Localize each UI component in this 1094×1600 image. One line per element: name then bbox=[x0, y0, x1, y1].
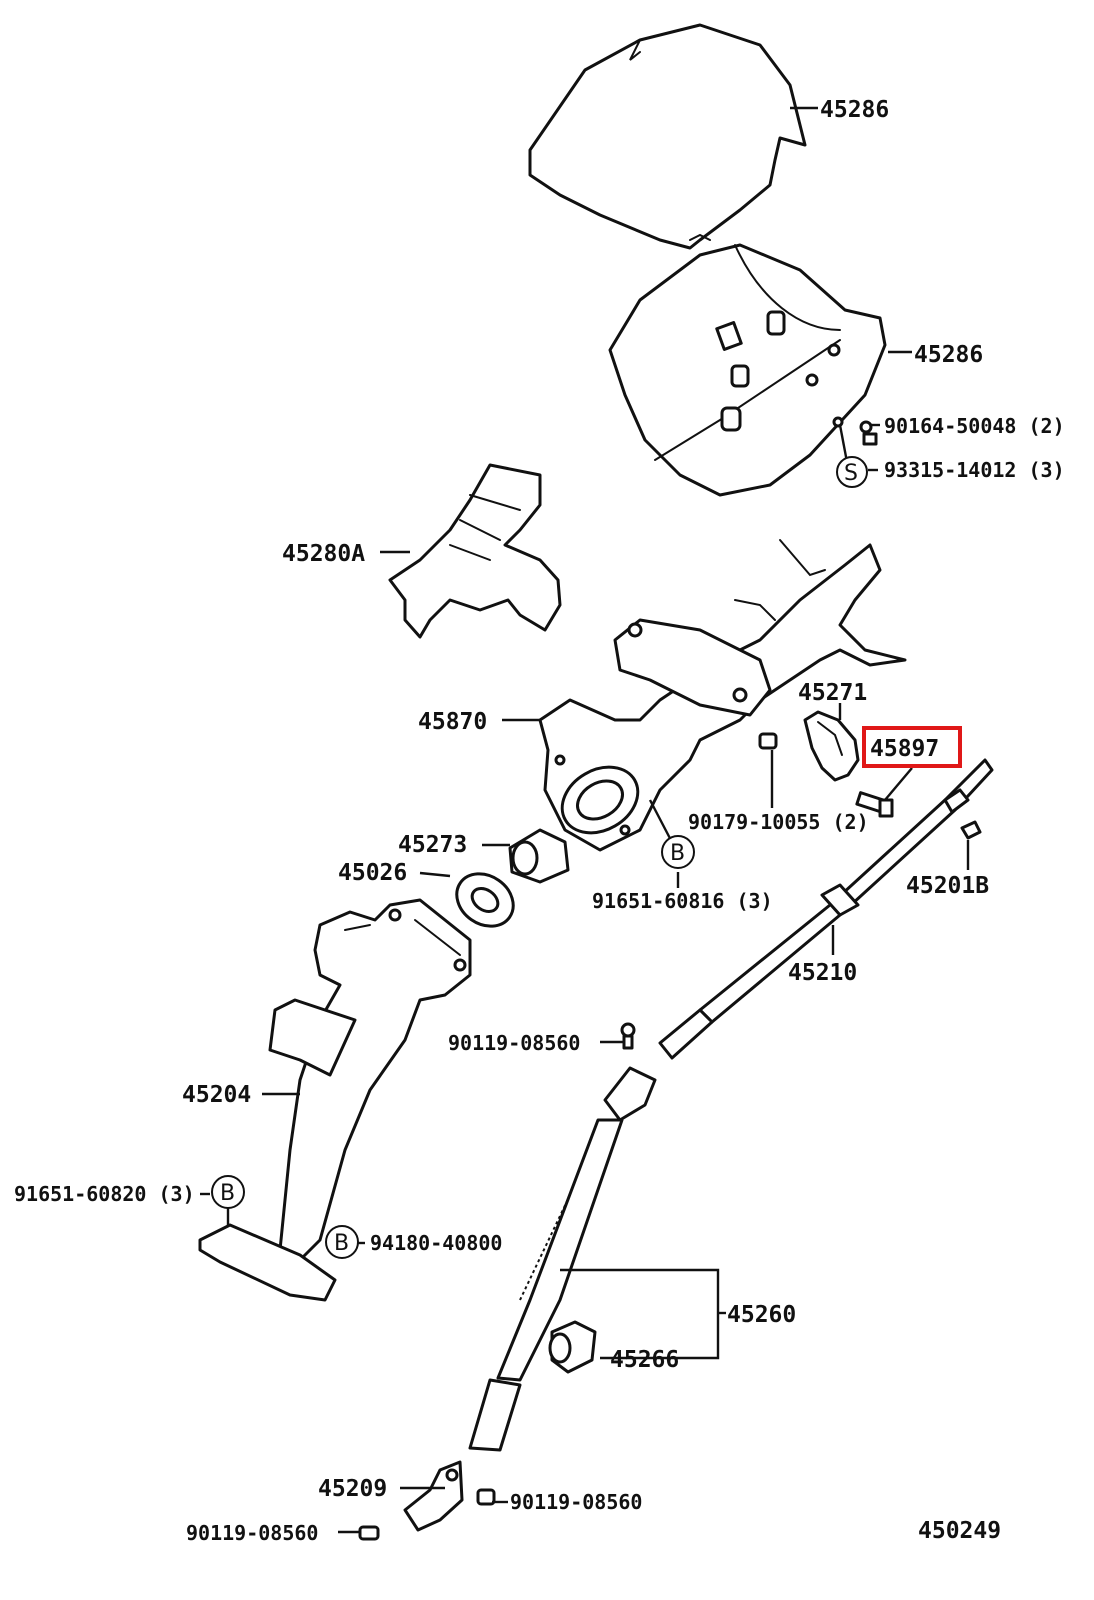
svg-text:B: B bbox=[334, 1231, 349, 1256]
label-93315-14012: 93315-14012 (3) bbox=[884, 458, 1065, 482]
clip-45201B-part[interactable] bbox=[960, 820, 982, 840]
label-45210: 45210 bbox=[788, 960, 857, 986]
label-45026: 45026 bbox=[338, 860, 407, 886]
lower-column-cover-part[interactable] bbox=[608, 243, 887, 497]
label-91651-60820: 91651-60820 (3) bbox=[14, 1182, 195, 1206]
column-tube-part[interactable] bbox=[198, 898, 472, 1302]
mark-b-circle-upper: B bbox=[661, 835, 695, 869]
tilt-clamp-part[interactable] bbox=[803, 710, 860, 782]
nut-90179-part[interactable] bbox=[758, 732, 778, 750]
label-45286-upper: 45286 bbox=[820, 97, 889, 123]
label-45273: 45273 bbox=[398, 832, 467, 858]
label-45286-lower: 45286 bbox=[914, 342, 983, 368]
label-91651-60816: 91651-60816 (3) bbox=[592, 889, 773, 913]
universal-joint-part[interactable] bbox=[403, 1460, 464, 1532]
label-45870: 45870 bbox=[418, 709, 487, 735]
bearing-seal-part[interactable] bbox=[447, 863, 524, 937]
mark-b-circle-lower: B bbox=[325, 1225, 359, 1259]
intermediate-shaft-part[interactable] bbox=[468, 1066, 657, 1452]
highlight-box-45897 bbox=[862, 726, 962, 768]
bolt-90119-lower-left-part[interactable] bbox=[358, 1525, 380, 1541]
steering-column-bracket-part[interactable] bbox=[538, 539, 907, 852]
main-shaft-part[interactable] bbox=[658, 758, 994, 1060]
label-94180-40800: 94180-40800 bbox=[370, 1231, 502, 1255]
bolt-90119-lower-right-part[interactable] bbox=[476, 1488, 496, 1506]
label-45271: 45271 bbox=[798, 680, 867, 706]
label-90119-08560-upper: 90119-08560 bbox=[448, 1031, 580, 1055]
svg-text:S: S bbox=[844, 461, 858, 486]
rubber-bushing-part[interactable] bbox=[548, 1320, 597, 1374]
label-45260: 45260 bbox=[727, 1302, 796, 1328]
upper-column-cover-part[interactable] bbox=[528, 23, 807, 250]
label-90119-08560-left: 90119-08560 bbox=[186, 1521, 318, 1545]
bolt-90119-upper-part[interactable] bbox=[620, 1022, 636, 1050]
leader-lines bbox=[200, 106, 970, 1534]
mark-s-circle: S bbox=[836, 456, 868, 488]
mark-b-circle-left: B bbox=[211, 1175, 245, 1209]
label-45204: 45204 bbox=[182, 1082, 251, 1108]
column-upper-support-part[interactable] bbox=[388, 463, 562, 639]
label-45201B: 45201B bbox=[906, 873, 989, 899]
column-bushing-part[interactable] bbox=[508, 828, 570, 884]
svg-text:B: B bbox=[670, 841, 685, 866]
label-45209: 45209 bbox=[318, 1476, 387, 1502]
label-90119-08560-right: 90119-08560 bbox=[510, 1490, 642, 1514]
label-90179-10055: 90179-10055 (2) bbox=[688, 810, 869, 834]
screw-90164-part[interactable] bbox=[859, 420, 878, 446]
svg-text:B: B bbox=[220, 1181, 235, 1206]
label-45897: 45897 bbox=[870, 736, 939, 762]
label-90164-50048: 90164-50048 (2) bbox=[884, 414, 1065, 438]
label-45280A: 45280A bbox=[282, 541, 365, 567]
label-45266: 45266 bbox=[610, 1347, 679, 1373]
diagram-code: 450249 bbox=[918, 1518, 1001, 1544]
